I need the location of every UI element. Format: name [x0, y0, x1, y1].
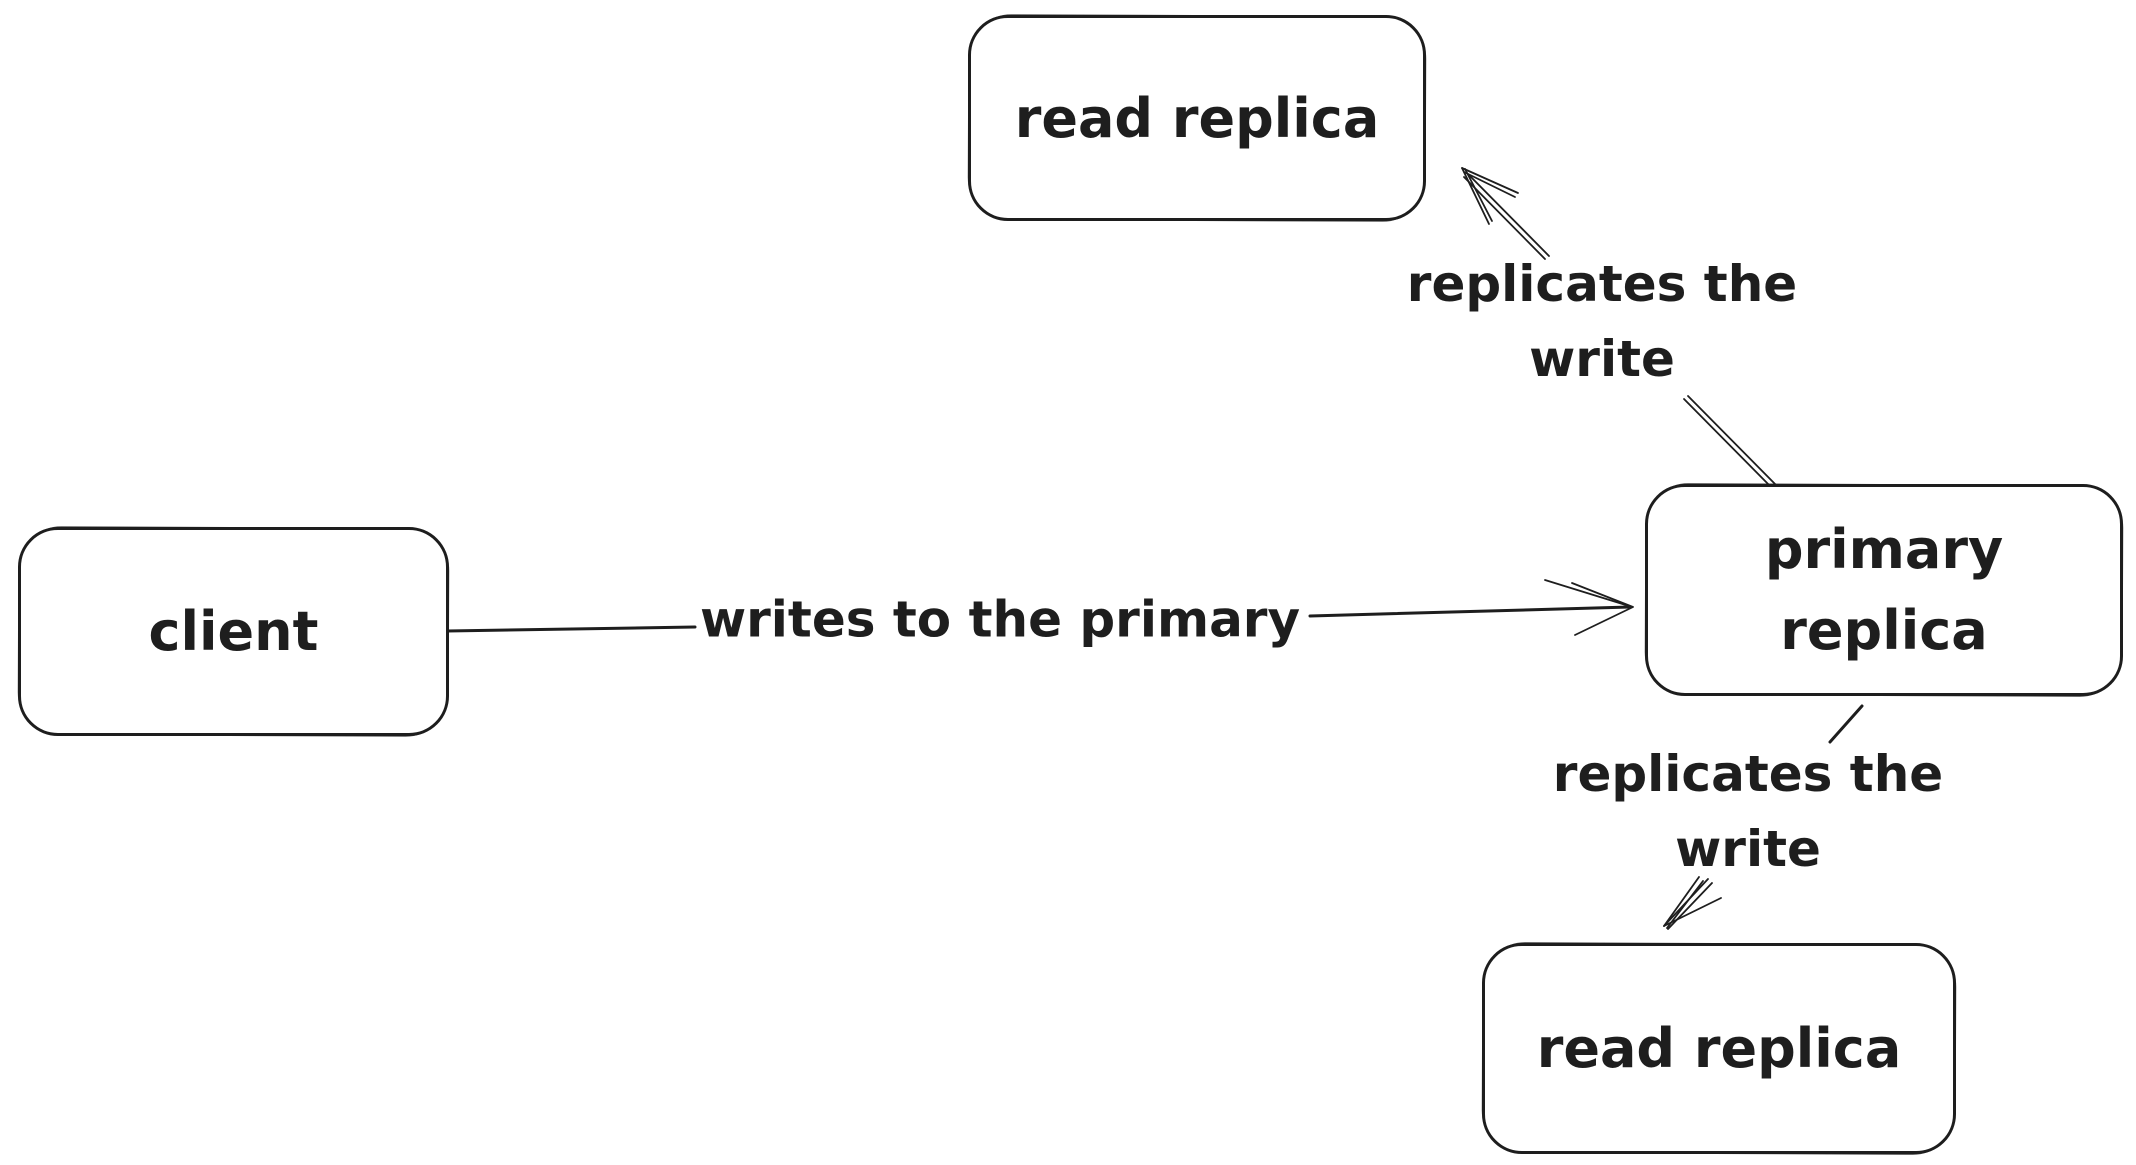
node-read-replica-bottom[interactable]: read replica: [1482, 943, 1956, 1154]
node-primary-replica[interactable]: primary replica: [1645, 484, 2123, 696]
node-read-replica-top[interactable]: read replica: [968, 15, 1426, 221]
node-read-replica-bottom-label: read replica: [1536, 1017, 1902, 1080]
node-primary-replica-label: primary replica: [1764, 518, 2004, 662]
edge-writes-to-primary-arrow[interactable]: [445, 579, 1634, 636]
edge-replicates-top-arrow[interactable]: [1461, 167, 1778, 490]
node-read-replica-top-label: read replica: [1014, 86, 1380, 150]
edge-replicates-bottom-arrow[interactable]: [1663, 704, 1864, 930]
edge-label-replicates-bottom[interactable]: replicates the write: [1552, 745, 1944, 878]
node-client[interactable]: client: [18, 527, 449, 736]
node-client-label: client: [148, 600, 319, 663]
edge-label-writes-to-primary[interactable]: writes to the primary: [699, 590, 1301, 649]
edge-label-replicates-top[interactable]: replicates the write: [1406, 255, 1798, 388]
